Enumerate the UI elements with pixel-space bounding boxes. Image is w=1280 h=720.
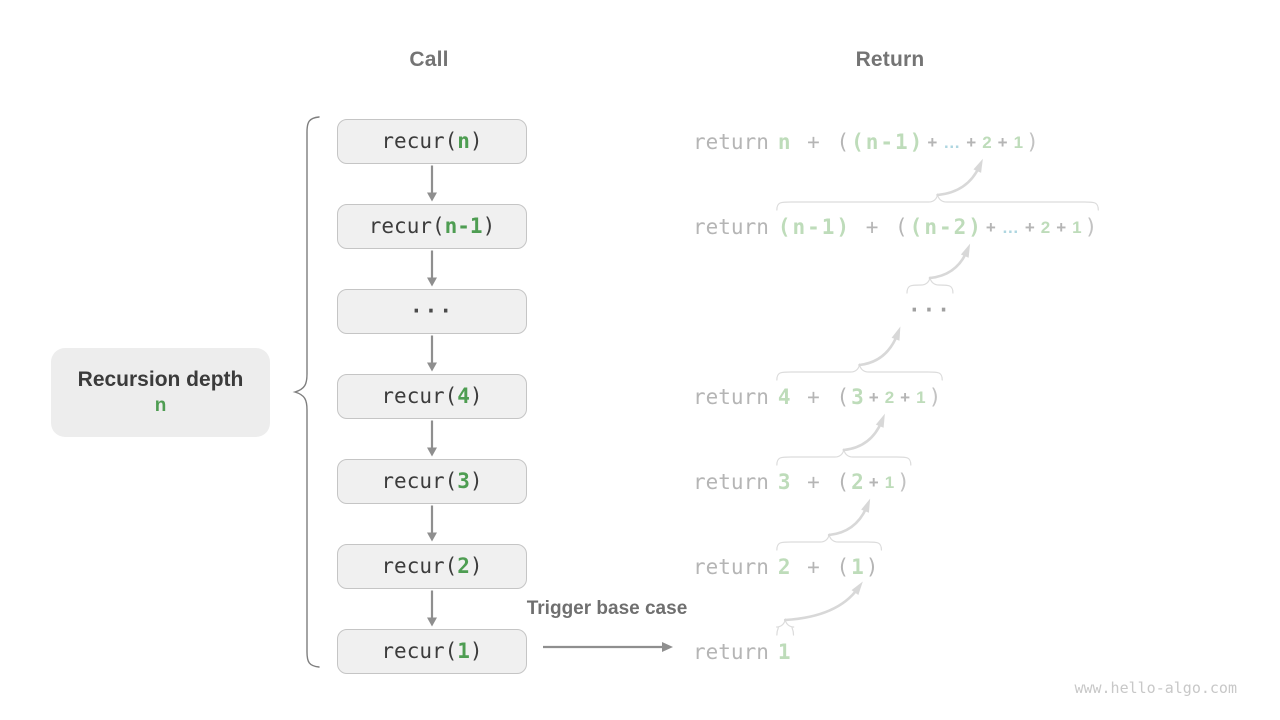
call-flow-arrowhead	[427, 617, 437, 627]
return-row-3: return 4 + (3+2+1)	[693, 381, 941, 413]
call-flow-arrowhead	[427, 532, 437, 542]
return-expression: 3 + (2+1)	[777, 470, 910, 494]
return-ellipsis: ···	[908, 298, 952, 322]
return-row-4: return 3 + (2+1)	[693, 466, 910, 498]
recursion-depth-value: n	[154, 395, 167, 416]
call-box-ellipsis: ···	[337, 288, 527, 334]
return-row-2: ···	[908, 294, 952, 326]
recursion-depth-label: Recursion depth n	[51, 348, 270, 437]
call-flow-arrowhead	[427, 192, 437, 202]
return-overbrace	[776, 362, 943, 381]
return-arrowhead	[891, 326, 901, 341]
call-arg: 3	[457, 469, 470, 493]
return-curved-arrow	[936, 164, 981, 197]
return-overbrace	[776, 447, 912, 466]
call-flow-arrowhead	[427, 447, 437, 457]
call-arg: n	[457, 129, 470, 153]
return-curved-arrow	[928, 249, 969, 280]
return-curved-arrow	[858, 332, 899, 367]
return-arrowhead	[960, 243, 971, 258]
call-arg: 1	[457, 639, 470, 663]
return-keyword: return	[693, 130, 769, 154]
return-row-5: return 2 + (1)	[693, 551, 880, 583]
call-box-recur-n-1: recur(n-1)	[337, 203, 527, 249]
call-box-recur-1: recur(1)	[337, 628, 527, 674]
return-arrowhead	[861, 498, 871, 513]
call-arg: 4	[457, 384, 470, 408]
call-flow-arrowhead	[427, 277, 437, 287]
call-column-title: Call	[409, 48, 449, 71]
return-keyword: return	[693, 555, 769, 579]
call-box-recur-n: recur(n)	[337, 118, 527, 164]
return-expression: 4 + (3+2+1)	[777, 385, 942, 409]
return-keyword: return	[693, 470, 769, 494]
return-row-6: return 1	[693, 636, 793, 668]
call-box-recur-4: recur(4)	[337, 373, 527, 419]
return-overbrace	[776, 192, 1099, 211]
call-box-recur-3: recur(3)	[337, 458, 527, 504]
return-curved-arrow	[842, 419, 884, 452]
return-keyword: return	[693, 215, 769, 239]
return-arrowhead	[973, 158, 983, 173]
left-curly-brace	[292, 116, 320, 668]
return-overbrace	[906, 275, 954, 294]
return-overbrace	[776, 532, 883, 551]
return-curved-arrow	[783, 586, 860, 622]
call-box-recur-2: recur(2)	[337, 543, 527, 589]
return-expression: (n-1) + ((n-2)+…+2+1)	[777, 215, 1098, 239]
return-keyword: return	[693, 640, 769, 664]
return-overbrace	[776, 617, 795, 636]
return-curved-arrow	[827, 504, 869, 537]
ellipsis-dots: ···	[410, 299, 454, 323]
return-row-0: return n + ((n-1)+…+2+1)	[693, 126, 1039, 158]
call-arg: n-1	[444, 214, 483, 238]
recursion-depth-title: Recursion depth	[77, 368, 244, 391]
trigger-base-case-label: Trigger base case	[526, 598, 688, 619]
return-expression: 2 + (1)	[777, 555, 881, 579]
return-row-1: return (n-1) + ((n-2)+…+2+1)	[693, 211, 1097, 243]
call-flow-arrowhead	[427, 362, 437, 372]
return-column-title: Return	[855, 48, 925, 71]
return-expression: n + ((n-1)+…+2+1)	[777, 130, 1039, 154]
watermark: www.hello-algo.com	[1074, 679, 1237, 697]
return-expression: 1	[777, 640, 793, 664]
trigger-arrowhead	[662, 642, 673, 652]
return-arrowhead	[875, 413, 885, 428]
call-arg: 2	[457, 554, 470, 578]
return-arrowhead	[851, 581, 863, 595]
return-keyword: return	[693, 385, 769, 409]
